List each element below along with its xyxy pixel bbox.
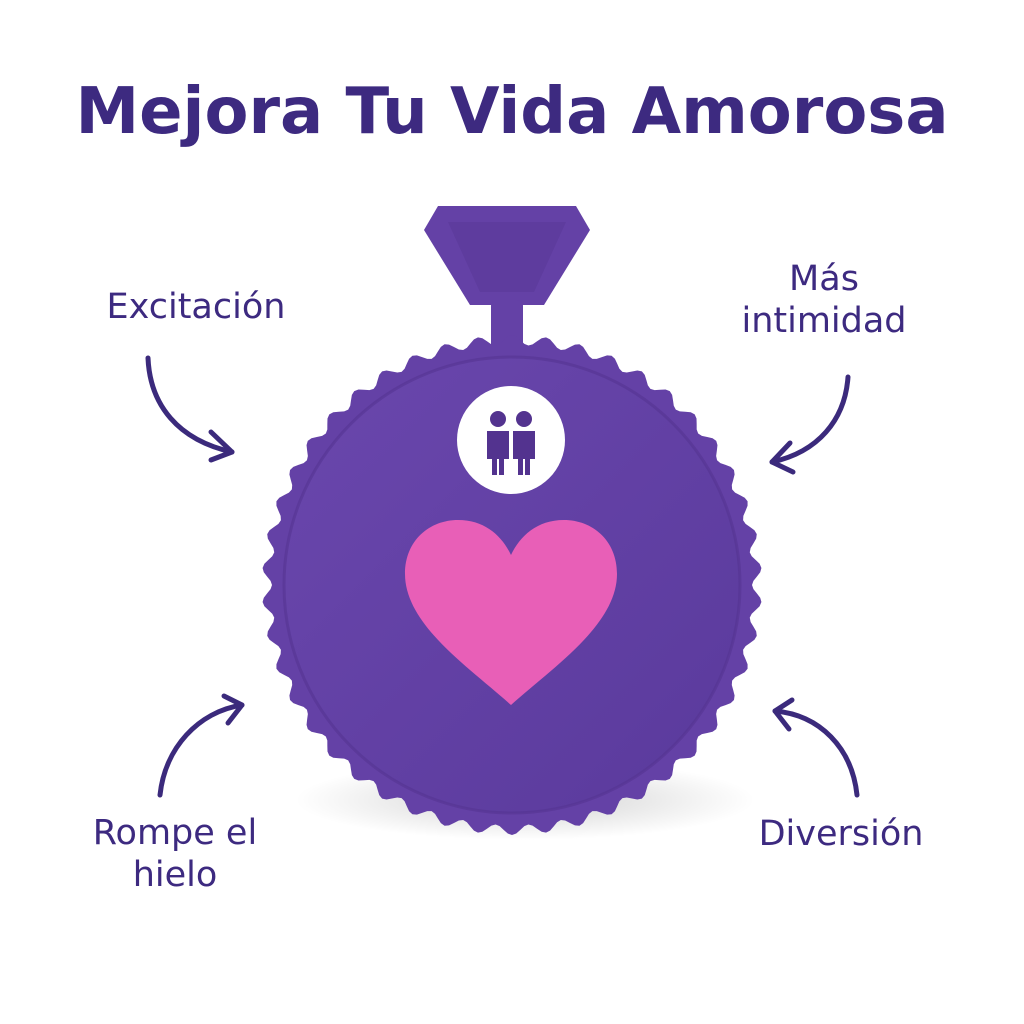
arrow-bottom-right-head: [772, 697, 795, 732]
label-diversion: Diversión: [758, 814, 924, 854]
arrow-top-left-head: [208, 429, 235, 463]
label-rompe-el-hielo: Rompe el hielo: [92, 813, 258, 895]
label-excitacion: Excitación: [106, 287, 286, 327]
arrow-bottom-left-head: [221, 693, 245, 726]
arrow-top-right: [769, 374, 851, 465]
label-mas-intimidad: Más intimidad: [741, 259, 907, 341]
couple-icon: [487, 411, 535, 475]
page-title: Mejora Tu Vida Amorosa: [75, 75, 949, 149]
heart-icon: [405, 520, 617, 705]
couple-badge: [457, 386, 565, 494]
arrow-top-right-head: [769, 440, 796, 475]
arrow-bottom-right: [772, 708, 860, 798]
arrow-top-left: [145, 355, 235, 455]
device-hanger: [424, 206, 590, 372]
arrow-bottom-left: [157, 702, 245, 798]
